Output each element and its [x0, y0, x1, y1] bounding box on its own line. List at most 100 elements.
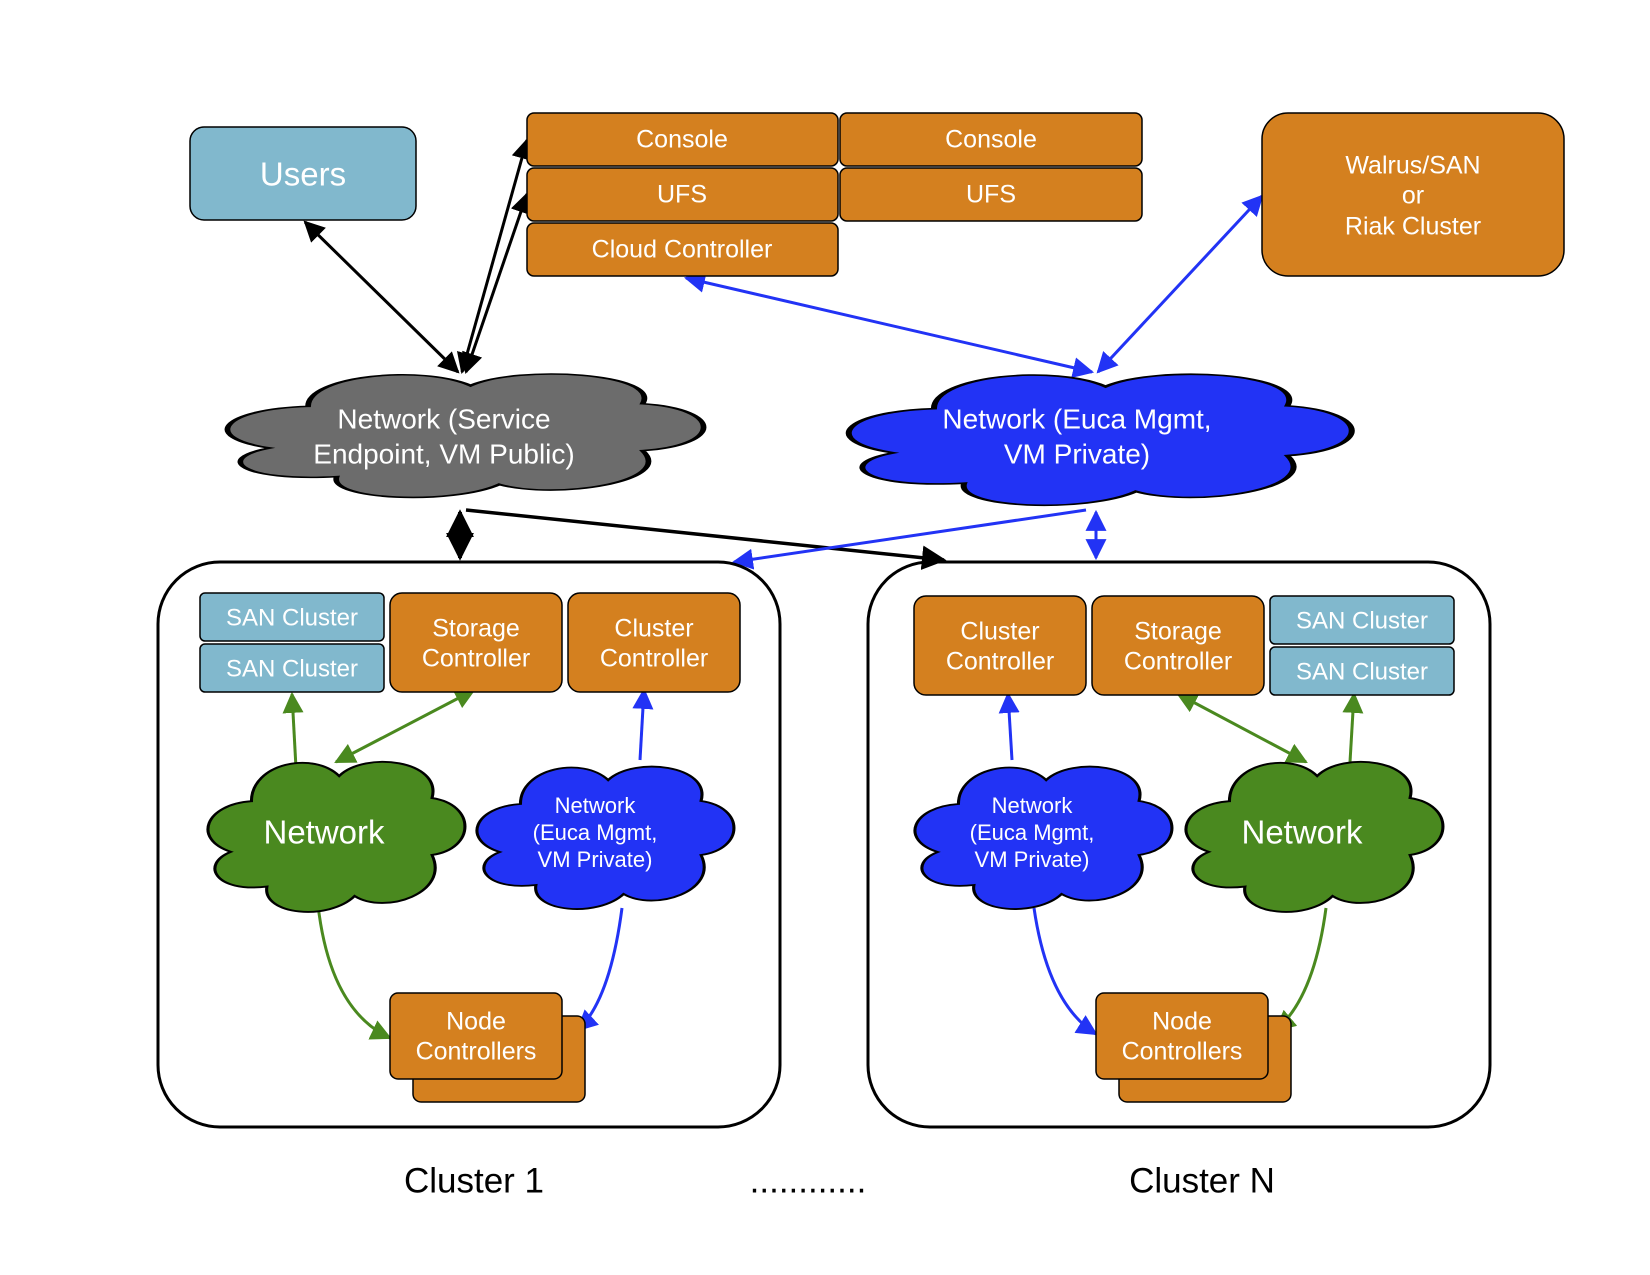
- ufs-1[interactable]: UFS: [526, 167, 839, 222]
- cluster-n-storage-controller-box: [1091, 595, 1265, 696]
- arrow-mgmt-net-storage-backend: [1096, 194, 1264, 374]
- ufs-2-box: [839, 167, 1143, 222]
- ufs-2[interactable]: UFS: [839, 167, 1143, 222]
- cluster-1-san-top-label: SAN Cluster: [226, 604, 358, 631]
- cluster-1-frame: [156, 560, 782, 1129]
- cluster-n-network-label: Network: [1241, 814, 1363, 851]
- arrow-service-net-clusterN: [465, 508, 947, 570]
- service-network-line1: Network (Service: [337, 403, 550, 434]
- arrow-c1-network-san: [282, 691, 304, 769]
- cluster-n-node-controllers[interactable]: Node Controllers: [1095, 992, 1292, 1103]
- cloud-controller-box: [526, 222, 839, 277]
- cluster-n-storage-line1: Storage: [1134, 618, 1222, 646]
- console-1-label: Console: [636, 126, 728, 154]
- top-services-col2: Console UFS: [839, 112, 1143, 222]
- cluster-1-node-line2: Controllers: [416, 1038, 537, 1066]
- arrow-cN-private-nodes: [1032, 907, 1098, 1036]
- cluster-n-private-network-cloud[interactable]: Network (Euca Mgmt, VM Private): [915, 767, 1172, 909]
- arrow-mgmt-net-cluster1: [731, 508, 1087, 570]
- cluster-1-private-line1: Network: [555, 793, 637, 818]
- cluster-n-san-top[interactable]: SAN Cluster: [1269, 595, 1455, 645]
- arrow-cN-network-san: [1342, 691, 1364, 763]
- console-2[interactable]: Console: [839, 112, 1143, 167]
- cluster-1-san-bottom[interactable]: SAN Cluster: [199, 643, 385, 693]
- cluster-1-san-top-box: [199, 592, 385, 642]
- arrow-mgmt-net-cloud-controller: [683, 272, 1095, 378]
- cluster-n-san-bottom[interactable]: SAN Cluster: [1269, 646, 1455, 696]
- cluster-1: SAN Cluster SAN Cluster Storage Controll…: [156, 560, 782, 1200]
- arrow-c1-network-nodes: [316, 904, 392, 1040]
- users-label: Users: [260, 156, 346, 193]
- cluster-1-cc-line2: Controller: [600, 645, 708, 673]
- cluster-1-private-network-cloud[interactable]: Network (Euca Mgmt, VM Private): [477, 767, 734, 909]
- users-node[interactable]: Users: [189, 126, 417, 221]
- cluster-n-cluster-controller-box: [913, 595, 1087, 696]
- cluster-n-node-line2: Controllers: [1122, 1038, 1243, 1066]
- service-network-line2: Endpoint, VM Public): [313, 438, 574, 469]
- cluster-1-network-label: Network: [263, 814, 385, 851]
- ufs-1-label: UFS: [657, 181, 707, 209]
- arrow-c1-network-storage: [334, 688, 476, 764]
- arrow-c1-private-nodes: [576, 907, 624, 1032]
- arrow-c1-private-cluster-controller: [632, 687, 654, 761]
- storage-backend-line3: Riak Cluster: [1345, 213, 1481, 241]
- arrow-cN-private-cluster-controller: [998, 691, 1020, 761]
- cluster-n-san-top-label: SAN Cluster: [1296, 607, 1428, 634]
- cloud-controller-label: Cloud Controller: [592, 236, 773, 264]
- clusters-ellipsis: ............: [750, 1161, 867, 1200]
- arrow-cN-network-storage: [1176, 692, 1308, 764]
- storage-backend[interactable]: Walrus/SAN or Riak Cluster: [1261, 112, 1565, 277]
- mgmt-network-cloud[interactable]: Network (Euca Mgmt, VM Private): [849, 374, 1352, 505]
- cluster-n-san-bottom-box: [1269, 646, 1455, 696]
- arrow-cN-network-nodes: [1274, 907, 1328, 1032]
- cluster-n-storage-controller[interactable]: Storage Controller: [1091, 595, 1265, 696]
- cluster-1-network-cloud[interactable]: Network: [208, 762, 465, 912]
- cluster-n-cc-line2: Controller: [946, 648, 1054, 676]
- cluster-n-network-cloud[interactable]: Network: [1186, 762, 1443, 912]
- cluster-n-caption: Cluster N: [1129, 1161, 1275, 1200]
- cluster-1-node-controllers[interactable]: Node Controllers: [389, 992, 586, 1103]
- storage-backend-line1: Walrus/SAN: [1345, 152, 1480, 180]
- cluster-n-san-top-box: [1269, 595, 1455, 645]
- cluster-1-storage-line2: Controller: [422, 645, 530, 673]
- cluster-1-node-line1: Node: [446, 1008, 506, 1036]
- cluster-1-storage-controller-box: [389, 592, 563, 693]
- cluster-n-private-line1: Network: [992, 793, 1074, 818]
- service-network-cloud[interactable]: Network (Service Endpoint, VM Public): [228, 374, 704, 497]
- cluster-n-san-bottom-label: SAN Cluster: [1296, 658, 1428, 685]
- arrow-service-net-users: [303, 220, 460, 374]
- mgmt-network-line1: Network (Euca Mgmt,: [942, 403, 1211, 434]
- cluster-n-storage-line2: Controller: [1124, 648, 1232, 676]
- cluster-n: Cluster Controller Storage Controller SA…: [866, 560, 1492, 1200]
- cluster-1-private-line3: VM Private): [538, 847, 653, 872]
- mgmt-network-line2: VM Private): [1004, 438, 1150, 469]
- cluster-1-storage-controller[interactable]: Storage Controller: [389, 592, 563, 693]
- console-2-label: Console: [945, 126, 1037, 154]
- arrow-service-net-console: [456, 137, 533, 375]
- ufs-1-box: [526, 167, 839, 222]
- service-network-cloud-shape: [228, 374, 704, 497]
- cluster-1-san-top[interactable]: SAN Cluster: [199, 592, 385, 642]
- cloud-controller[interactable]: Cloud Controller: [526, 222, 839, 277]
- cluster-1-san-bottom-label: SAN Cluster: [226, 655, 358, 682]
- cluster-n-cluster-controller[interactable]: Cluster Controller: [913, 595, 1087, 696]
- arrow-service-net-ufs: [462, 192, 531, 374]
- console-1-box: [526, 112, 839, 167]
- cluster-n-cc-line1: Cluster: [960, 618, 1039, 646]
- cluster-n-private-line2: (Euca Mgmt,: [970, 820, 1095, 845]
- console-1[interactable]: Console: [526, 112, 839, 167]
- cluster-1-private-line2: (Euca Mgmt,: [533, 820, 658, 845]
- storage-backend-line2: or: [1402, 182, 1424, 210]
- cluster-n-private-line3: VM Private): [975, 847, 1090, 872]
- cluster-1-storage-line1: Storage: [432, 615, 520, 643]
- cluster-1-cluster-controller[interactable]: Cluster Controller: [567, 592, 741, 693]
- cluster-1-caption: Cluster 1: [404, 1161, 544, 1200]
- cluster-1-cc-line1: Cluster: [614, 615, 693, 643]
- cluster-n-frame: [866, 560, 1492, 1129]
- cluster-1-node-controllers-box: [389, 992, 563, 1080]
- storage-backend-box: [1261, 112, 1565, 277]
- cluster-n-node-controllers-box: [1095, 992, 1269, 1080]
- cluster-n-node-line1: Node: [1152, 1008, 1212, 1036]
